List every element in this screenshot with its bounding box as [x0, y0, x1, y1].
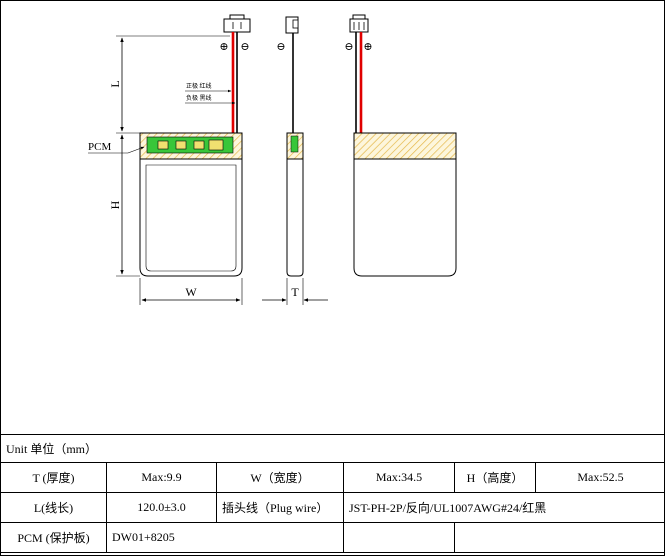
height-value: Max:52.5	[534, 462, 665, 493]
pcm-chip-4	[208, 139, 224, 151]
width-label: W（宽度）	[216, 462, 344, 493]
positive-wire-note: 正极 红线	[186, 82, 212, 90]
pcm-label: PCM	[88, 141, 111, 153]
thickness-value: Max:9.9	[106, 462, 217, 493]
dimension-L: L	[108, 35, 230, 134]
dimension-W: W	[139, 278, 243, 305]
height-label: H（高度）	[454, 462, 536, 493]
plug-wire-label: 插头线（Plug wire）	[216, 492, 344, 523]
empty-cell-2	[453, 522, 665, 553]
back-plus-symbol: ⊕	[363, 41, 372, 53]
pcm-chip-2	[175, 140, 187, 150]
battery-technical-drawing: ⊕ ⊖ 正极 红线 负极 黑线 PCM L	[88, 14, 457, 305]
wire-length-value: 120.0±3.0	[106, 492, 217, 523]
dimension-T-label: T	[291, 285, 299, 299]
dimension-H-label: H	[108, 200, 122, 209]
back-pcm-band	[353, 132, 457, 160]
back-minus-symbol: ⊖	[344, 41, 353, 53]
side-cell-body	[286, 158, 304, 277]
width-value: Max:34.5	[343, 462, 455, 493]
front-minus-symbol: ⊖	[240, 41, 249, 53]
pcm-chip-1	[157, 140, 169, 150]
front-view: ⊕ ⊖ 正极 红线 负极 黑线 PCM L	[88, 14, 251, 305]
dimension-H: H	[108, 134, 140, 277]
back-cell-body	[353, 158, 457, 277]
front-cell-body	[139, 158, 243, 277]
back-view: ⊖ ⊕	[344, 14, 457, 277]
dimension-T: T	[262, 278, 328, 305]
pcm-chip-3	[193, 140, 205, 150]
pcm-spec-value: DW01+8205	[106, 522, 344, 553]
negative-wire-note: 负极 黑线	[186, 94, 212, 102]
pcm-spec-label: PCM (保护板)	[0, 522, 107, 553]
unit-header: Unit 单位（mm）	[0, 434, 665, 463]
dimension-W-label: W	[185, 285, 197, 299]
dimension-L-label: L	[108, 80, 122, 87]
front-plus-symbol: ⊕	[219, 41, 228, 53]
side-connector-icon	[285, 16, 299, 34]
side-minus-symbol: ⊖	[276, 41, 285, 53]
wire-length-label: L(线长)	[0, 492, 107, 523]
spec-table: Unit 单位（mm） T (厚度) Max:9.9 W（宽度） Max:34.…	[0, 434, 665, 553]
side-view: ⊖ T	[262, 16, 328, 305]
plug-wire-value: JST-PH-2P/反向/UL1007AWG#24/红黑	[342, 492, 665, 523]
front-connector-icon	[223, 14, 251, 33]
back-connector-icon	[349, 14, 369, 33]
thickness-label: T (厚度)	[0, 462, 107, 493]
empty-cell-1	[343, 522, 455, 553]
